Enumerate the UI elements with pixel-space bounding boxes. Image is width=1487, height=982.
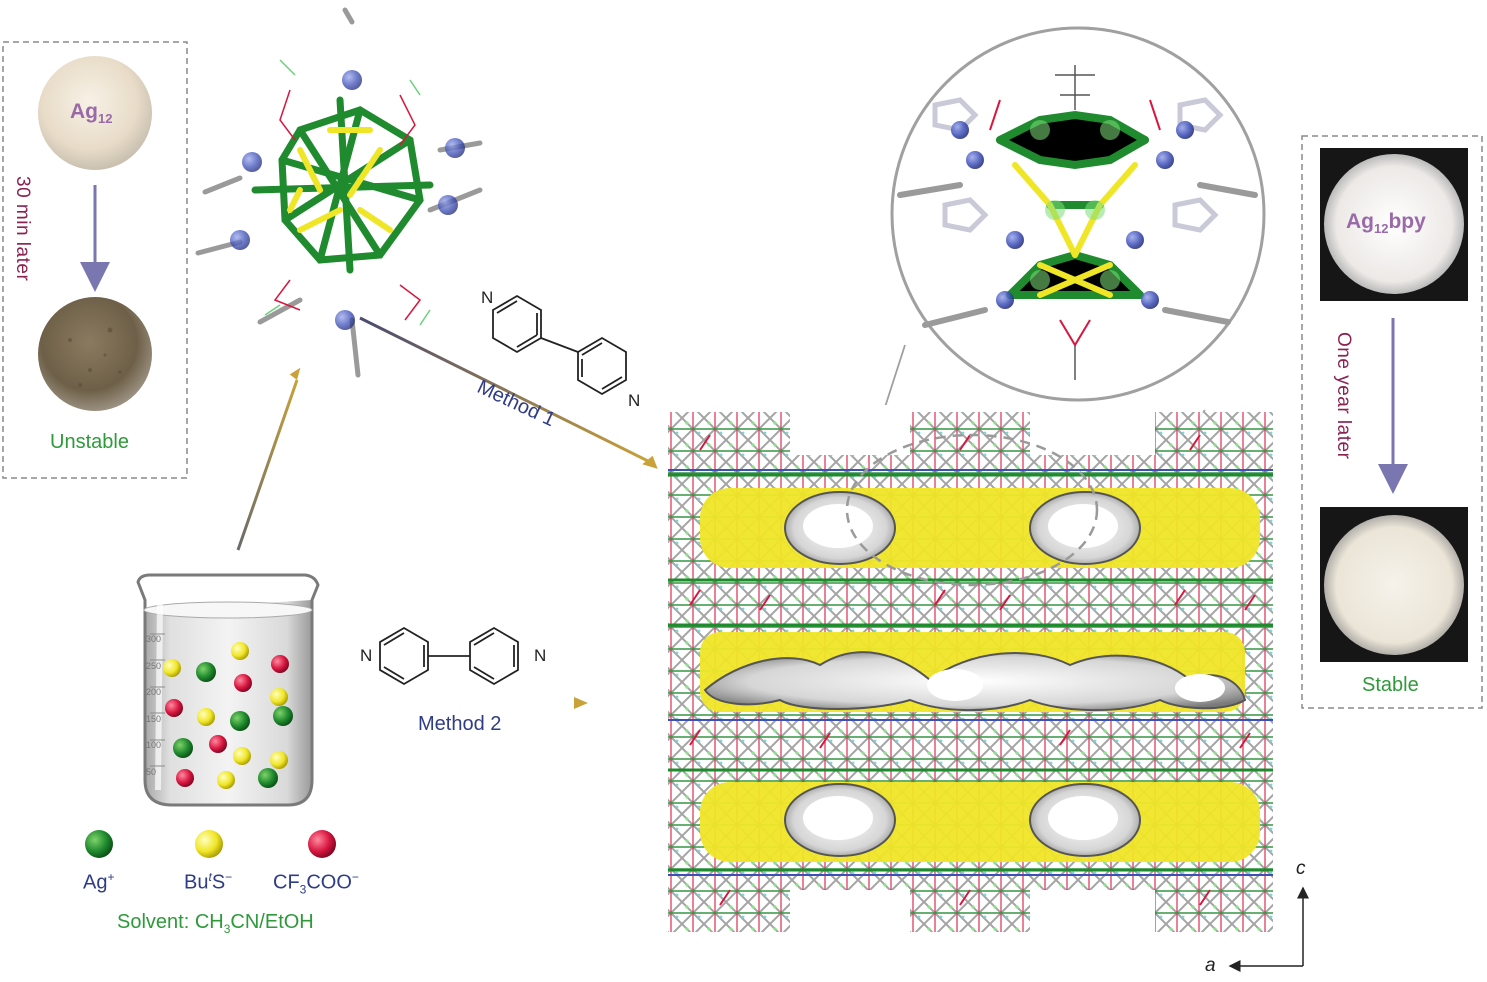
legend-cf3coo-label: CF3COO− <box>273 870 359 897</box>
solvent-label: Solvent: CH3CN/EtOH <box>117 911 314 936</box>
ag12-cluster-structure <box>195 7 483 378</box>
ag12-decomposed-powder <box>38 297 152 411</box>
cluster-arrow <box>236 379 299 551</box>
ag12-fresh-label: Ag12 <box>70 100 113 127</box>
legend-thiolate-ball <box>195 830 223 858</box>
legend-thiolate-label: ButS− <box>184 870 233 894</box>
method2-label: Method 2 <box>418 713 502 735</box>
n-atom-label-3: N <box>360 646 373 665</box>
legend-cf3coo-ball <box>308 830 336 858</box>
legend-ag-label: Ag+ <box>83 870 115 894</box>
method1-arrow <box>359 316 651 464</box>
bipyridine-structure-method2 <box>379 626 519 686</box>
bipyridine-structure-method1 <box>492 294 627 396</box>
n-atom-label-4: N <box>534 646 547 665</box>
ag12bpy-label: Ag12bpy <box>1346 210 1426 237</box>
n-atom-label-1: N <box>481 288 494 307</box>
c-axis-label: c <box>1296 858 1306 879</box>
legend-ag-ball <box>85 830 113 858</box>
beaker <box>136 573 320 807</box>
crystal-packing-structure <box>668 405 1273 940</box>
zoom-circle <box>890 26 1266 402</box>
zoomed-dimer-structure <box>897 65 1258 380</box>
a-axis-label: a <box>1205 955 1216 976</box>
ag12-fresh-powder <box>38 56 152 170</box>
stable-status: Stable <box>1362 674 1419 696</box>
unstable-status: Unstable <box>50 431 129 453</box>
unstable-time-label: 30 min later <box>12 176 33 282</box>
unstable-panel-frame <box>2 41 188 479</box>
n-atom-label-2: N <box>628 391 641 410</box>
stable-panel-frame <box>1301 135 1483 709</box>
beaker-particles <box>163 642 293 789</box>
stable-time-label: One year later <box>1333 332 1354 460</box>
